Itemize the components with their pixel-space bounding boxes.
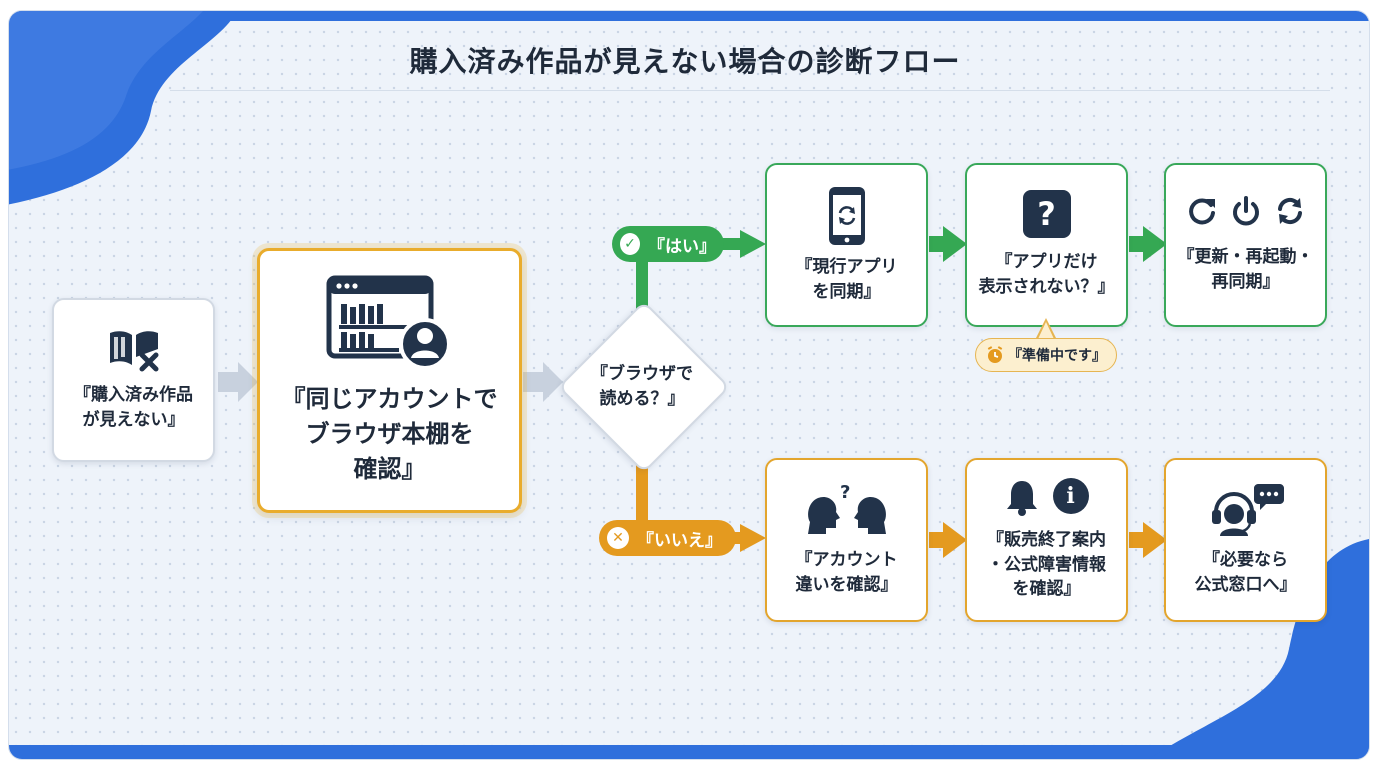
bell-icon — [1006, 481, 1037, 517]
arrow-account-to-eos-shaft — [929, 532, 943, 548]
clock-icon — [987, 346, 1003, 363]
arrow-eos-to-support — [1143, 522, 1167, 558]
node-check-browser: 『同じアカウントで ブラウザ本棚を 確認』 — [257, 248, 522, 513]
tag-pointer-fill — [1038, 322, 1054, 339]
arrow-yes-to-sync — [740, 230, 766, 258]
diagram-title: 購入済み作品が見えない場合の診断フロー — [409, 45, 961, 78]
people-question-icon: ? — [807, 482, 886, 535]
arrow-no-to-account — [740, 524, 766, 552]
info-icon: i — [1052, 478, 1089, 515]
node-app-only: ? 『アプリだけ 表示されない？』 — [965, 163, 1128, 327]
node-account-check-label: 『アカウント 違いを確認』 — [795, 550, 898, 595]
node-restart-label: 『更新・再起動・ 再同期』 — [1177, 247, 1314, 292]
node-start-label: 『購入済み作品 が見えない』 — [74, 385, 193, 430]
restart-icons — [1186, 195, 1306, 227]
arrow-account-to-eos — [943, 522, 967, 558]
arrow-sync-to-app-only-shaft — [929, 236, 943, 252]
phone-sync-icon — [828, 187, 865, 246]
title-divider — [170, 90, 1330, 91]
arrow-app-only-to-restart-shaft — [1129, 236, 1143, 252]
check-icon: ✓ — [620, 233, 641, 255]
eos-icons: i — [1005, 478, 1089, 517]
headset-chat-icon — [1211, 484, 1284, 537]
x-icon: ✕ — [607, 527, 629, 549]
no-branch-label: 『いいえ』 — [637, 530, 722, 551]
arrow-check-to-decision — [523, 362, 563, 402]
sync-icon — [1277, 198, 1302, 225]
node-start: 『購入済み作品 が見えない』 — [52, 298, 215, 462]
decision-label: 『ブラウザで 読める？』 — [591, 364, 693, 409]
node-account-check: ? 『アカウント 違いを確認』 — [765, 458, 928, 622]
node-end-of-sale-label: 『販売終了案内 ・公式障害情報 を確認』 — [987, 530, 1106, 600]
no-branch-pill: ✕ 『いいえ』 — [599, 520, 736, 556]
browser-bookshelf-user-icon — [326, 275, 451, 371]
node-sync-app: 『現行アプリ を同期』 — [765, 163, 928, 327]
book-x-icon — [109, 331, 158, 372]
node-support-label: 『必要なら 公式窓口へ』 — [1194, 550, 1297, 595]
node-sync-app-label: 『現行アプリ を同期』 — [795, 257, 898, 302]
arrow-start-to-check — [218, 362, 258, 402]
preparing-tag: 『準備中です』 — [975, 338, 1117, 372]
node-check-browser-label: 『同じアカウントで ブラウザ本棚を 確認』 — [281, 385, 498, 483]
preparing-tag-label: 『準備中です』 — [1008, 348, 1106, 364]
refresh-icon — [1188, 198, 1215, 225]
top-edge — [9, 11, 1369, 21]
corner-blob-top-left — [9, 11, 238, 205]
node-support: 『必要なら 公式窓口へ』 — [1164, 458, 1327, 622]
node-app-only-label: 『アプリだけ 表示されない？』 — [978, 252, 1115, 297]
arrow-sync-to-app-only — [943, 226, 967, 262]
arrow-app-only-to-restart — [1143, 226, 1167, 262]
power-icon — [1232, 196, 1259, 226]
yes-branch-label: 『はい』 — [648, 236, 717, 257]
arrow-eos-to-support-shaft — [1129, 532, 1143, 548]
node-end-of-sale: i 『販売終了案内 ・公式障害情報 を確認』 — [965, 458, 1128, 622]
question-icon: ? — [1022, 190, 1071, 239]
node-restart: 『更新・再起動・ 再同期』 — [1164, 163, 1327, 327]
bottom-edge — [9, 745, 1369, 759]
yes-branch-pill: ✓ 『はい』 — [612, 226, 724, 262]
svg-text:?: ? — [840, 482, 850, 503]
